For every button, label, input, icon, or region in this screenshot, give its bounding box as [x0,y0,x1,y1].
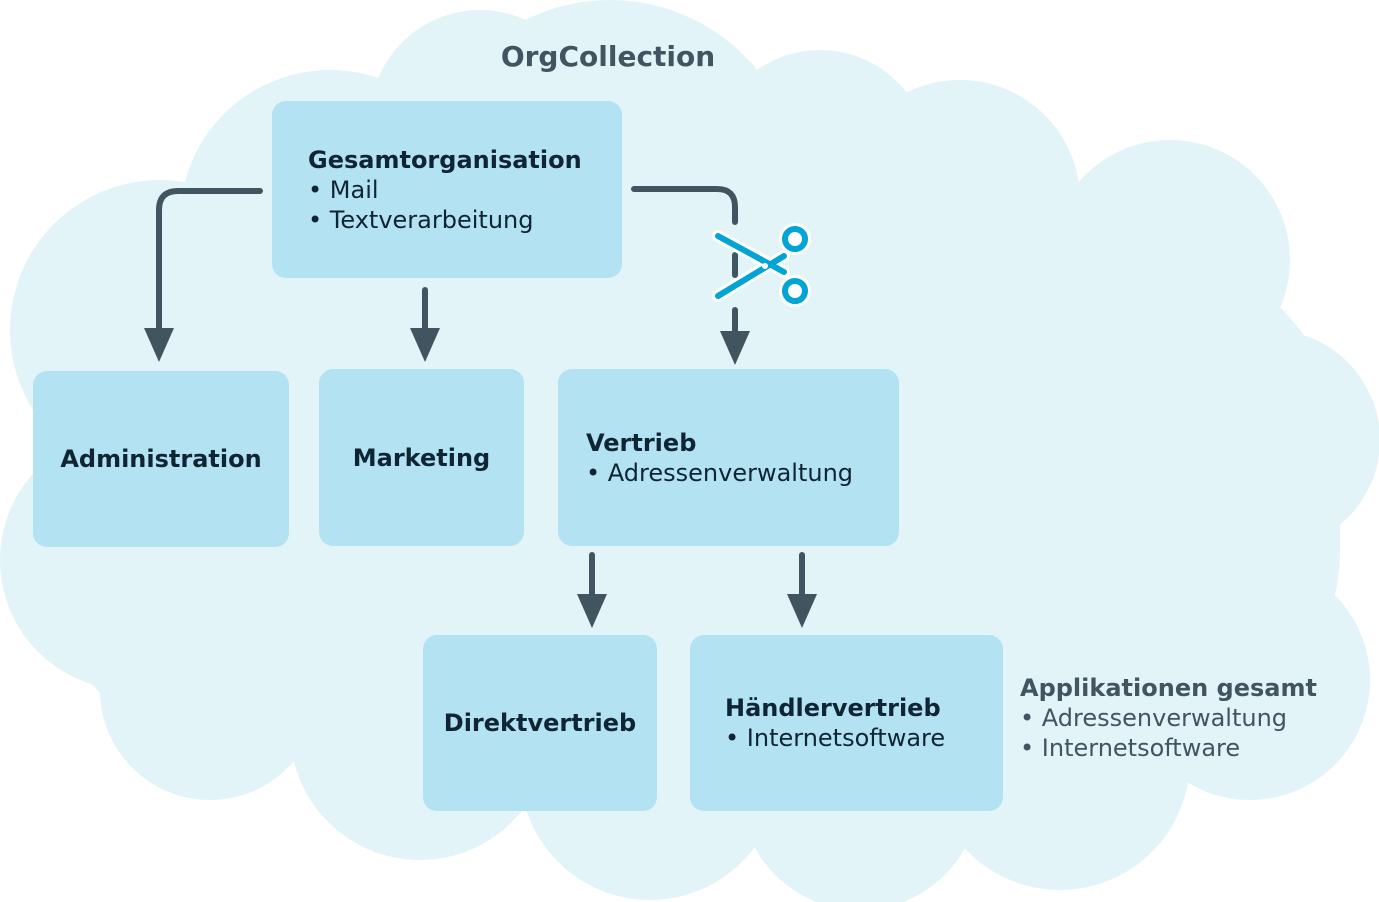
node-name: Gesamtorganisation [308,145,582,174]
edge-gesamt-admin [156,188,263,335]
node-name: Administration [60,445,262,473]
node-haendlervertrieb: Händlervertrieb Internetsoftware [690,635,1003,811]
node-vertrieb: Vertrieb Adressenverwaltung [558,369,899,546]
arrowhead-vertrieb [720,331,750,365]
arrowheads [144,328,817,628]
applications-summary: Applikationen gesamt Adressenverwaltung … [1020,673,1317,763]
arrowhead-admin [144,328,174,362]
diagram-title: OrgCollection [500,40,716,73]
node-item: Internetsoftware [725,723,1003,753]
node-gesamtorganisation: Gesamtorganisation Mail Textverarbeitung [272,101,622,278]
arrowhead-marketing [410,328,440,362]
node-item: Mail [308,175,622,205]
node-item: Textverarbeitung [308,205,622,235]
node-direktvertrieb: Direktvertrieb [423,635,657,811]
arrowhead-direkt [577,594,607,628]
summary-item: Internetsoftware [1020,733,1317,763]
summary-title: Applikationen gesamt [1020,674,1317,702]
node-name: Direktvertrieb [443,709,637,737]
scissors-icon [712,223,811,307]
edge-gesamt-vertrieb-upper [631,186,738,225]
node-item: Adressenverwaltung [586,458,899,488]
node-name: Händlervertrieb [725,694,941,722]
summary-item: Adressenverwaltung [1020,703,1317,733]
node-administration: Administration [33,371,289,547]
connectors [156,186,805,601]
node-name: Vertrieb [586,428,697,457]
node-name: Marketing [352,443,491,472]
arrowhead-haendler [787,594,817,628]
node-marketing: Marketing [319,369,524,546]
